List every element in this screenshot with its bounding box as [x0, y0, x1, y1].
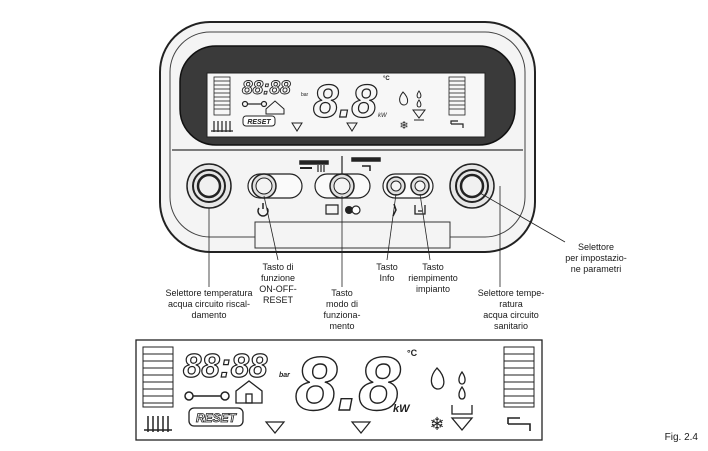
clock-digits-large: 88:88: [183, 347, 268, 384]
fill-icon: [450, 370, 474, 432]
house-icon: [235, 380, 263, 404]
kw-unit-large: kW: [393, 403, 411, 415]
reset-badge: [242, 115, 276, 127]
on-off-reset-button[interactable]: [247, 173, 303, 199]
house-icon: [265, 100, 285, 115]
radiator-icon: [211, 121, 233, 132]
snowflake-icon: ❄: [399, 119, 408, 132]
dhw-level-bar-large: [503, 346, 535, 408]
wrench-icon: [184, 391, 230, 401]
fill-button[interactable]: [410, 176, 430, 196]
arrow-down-icon: [291, 122, 303, 132]
callout-dhw-selector: Selettore tempe- ratura acqua circuito s…: [477, 288, 545, 331]
heating-level-bar-large: [142, 346, 174, 408]
heating-level-bar: [213, 76, 231, 116]
fill-icon: [412, 90, 426, 121]
clock-digits: 88:88: [242, 78, 291, 99]
power-icon: [257, 203, 269, 217]
tap-icon: [507, 417, 531, 431]
bar-unit-large: bar: [279, 372, 291, 379]
dhw-selector-knob[interactable]: [449, 163, 495, 209]
kw-unit: kW: [378, 113, 388, 119]
arrow-down-icon: [264, 421, 286, 434]
reset-badge-large: [188, 407, 244, 427]
controls: [186, 156, 495, 217]
mode-button[interactable]: [314, 173, 371, 199]
control-panel: [159, 21, 536, 253]
heating-selector-knob[interactable]: [186, 163, 232, 209]
figure-label: Fig. 2.4: [664, 432, 698, 443]
callout-mode-button: Tasto modo di funziona- mento: [323, 288, 361, 331]
callout-info-button: Tasto Info: [376, 262, 398, 283]
flame-icon: [399, 91, 409, 106]
callout-fill-button: Tasto riempimento impianto: [408, 262, 458, 294]
reset-badge-text: RESET: [247, 119, 271, 126]
fill-icon: [414, 205, 426, 215]
celsius-unit-large: °C: [407, 348, 418, 358]
dhw-level-bar: [448, 76, 466, 116]
snowflake-icon: ❄: [429, 414, 444, 435]
wrench-icon: [241, 100, 268, 108]
radiator-icon: [144, 416, 172, 432]
lcd-large: 88:88 bar RESET 8.8 °C kW ❄: [135, 339, 543, 441]
tap-icon: [450, 120, 464, 128]
callout-param-selector: Selettore per impostazio- ne parametri: [565, 242, 627, 274]
leader-lines: [208, 186, 566, 287]
arrow-down-icon: [346, 122, 358, 132]
reset-badge-text-large: RESET: [196, 411, 238, 425]
info-button[interactable]: [386, 176, 406, 196]
callout-on-off-reset: Tasto di funzione ON-OFF- RESET: [259, 262, 297, 305]
big-digits-large: 8.8: [295, 342, 401, 427]
flame-icon: [430, 367, 445, 390]
mode-indicators: [299, 156, 381, 176]
callout-heating-selector: Selettore temperatura acqua circuito ris…: [165, 288, 253, 320]
lcd-small-content: 88:88 bar RESET 8.8 °C kW ❄: [211, 74, 466, 132]
big-digits: 8.8: [313, 75, 377, 127]
arrow-down-icon: [350, 421, 372, 434]
celsius-unit: °C: [383, 76, 390, 82]
bar-unit: bar: [301, 92, 309, 98]
mode-icon: [325, 204, 361, 215]
